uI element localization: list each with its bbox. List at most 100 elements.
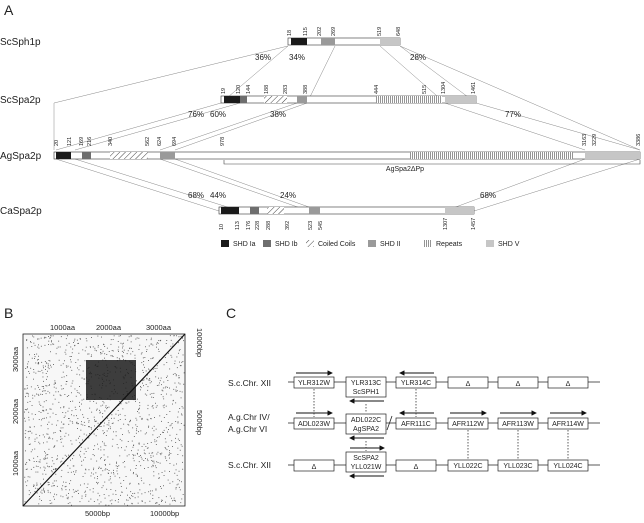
gene-label: YLL022C xyxy=(453,463,482,470)
dotplot-repeat-block xyxy=(86,360,136,400)
pos-label: 1304 xyxy=(441,82,447,94)
pos-label: 10 xyxy=(219,224,225,230)
bar-scsph1p xyxy=(287,37,401,46)
axis-label: 1000aa xyxy=(50,323,76,332)
gene-label: ADL022C xyxy=(351,417,381,424)
legend-label: SHD V xyxy=(498,241,520,248)
gene-label: AFR113W xyxy=(502,421,534,428)
gene-label: YLR312W xyxy=(298,380,330,387)
pos-label: 144 xyxy=(246,85,252,94)
pos-label: 978 xyxy=(220,137,226,146)
panel-c-letter: C xyxy=(226,305,236,321)
pos-label: 562 xyxy=(145,137,151,146)
gene-label: YLL024C xyxy=(553,463,582,470)
pos-label: 3229 xyxy=(592,134,598,146)
gene-label: AFR111C xyxy=(401,421,431,428)
pct-label: 68% xyxy=(188,191,204,200)
pos-label: 120 xyxy=(236,85,242,94)
row-ag-chr-iv-vi: ADL023W ADL022C AgSPA2 AFR111C AFR112W A… xyxy=(293,410,589,441)
panel-a-letter: A xyxy=(4,2,14,18)
protein-label-caspa2p: CaSpa2p xyxy=(0,206,42,217)
pct-label: 77% xyxy=(505,110,521,119)
bar-scspa2p xyxy=(220,95,477,104)
gene-label: AFR112W xyxy=(452,421,484,428)
pos-label: 269 xyxy=(331,27,337,36)
pos-label: 694 xyxy=(172,137,178,146)
synteny-diagram: S.c.Chr. XII A.g.Chr IV/ A.g.Chr VI S.c.… xyxy=(228,370,600,479)
positions-agspa2p: 20 121 169 216 340 562 624 694 978 3163 … xyxy=(54,134,642,146)
pct-label: 38% xyxy=(270,110,286,119)
pct-label: 24% xyxy=(280,191,296,200)
panel-a-diagram: 18 115 202 269 519 648 ScSph1p 19 120 14… xyxy=(0,27,642,248)
pos-label: 288 xyxy=(266,221,272,230)
row-sc-chr-xii-bottom: Δ ScSPA2 YLL021W Δ YLL022C YLL023C YLL02… xyxy=(293,445,589,479)
chr-label: A.g.Chr VI xyxy=(228,424,267,434)
legend-label: SHD Ia xyxy=(233,241,256,248)
gene-label: AFR114W xyxy=(552,421,584,428)
pos-label: 1307 xyxy=(443,218,449,230)
pos-label: 169 xyxy=(79,137,85,146)
axis-label: 5000bp xyxy=(85,509,110,518)
pos-label: 392 xyxy=(285,221,291,230)
pos-label: 523 xyxy=(308,221,314,230)
row-sc-chr-xii-top: YLR312W YLR313C ScSPH1 YLR314C Δ Δ Δ xyxy=(293,370,589,404)
pos-label: 228 xyxy=(255,221,261,230)
pos-label: 648 xyxy=(396,27,402,36)
pos-label: 283 xyxy=(283,85,289,94)
gene-label: Δ xyxy=(516,381,521,388)
pct-label: 34% xyxy=(289,53,305,62)
axis-label: 10000bp xyxy=(150,509,179,518)
pos-label: 19 xyxy=(221,88,227,94)
ortholog-links xyxy=(313,389,569,459)
protein-label-scsph1p: ScSph1p xyxy=(0,37,41,48)
pos-label: 624 xyxy=(157,137,163,146)
gene-label: Δ xyxy=(312,464,317,471)
legend: SHD Ia SHD Ib Coiled Coils SHD II Repeat… xyxy=(221,240,520,248)
panel-b-letter: B xyxy=(4,305,13,321)
gene-label: YLR314C xyxy=(401,380,431,387)
chr-label: S.c.Chr. XII xyxy=(228,460,271,470)
identity-percentages: 36% 34% 28% 76% 60% 38% 77% 68% 44% 24% … xyxy=(188,53,521,200)
pos-label: 20 xyxy=(54,140,60,146)
positions-scspa2p: 19 120 144 188 283 388 444 515 1304 1461 xyxy=(221,82,477,94)
pos-label: 3386 xyxy=(636,134,642,146)
axis-label: 5000bp xyxy=(195,410,204,435)
axis-label: 2000aa xyxy=(96,323,122,332)
legend-label: SHD Ib xyxy=(275,241,298,248)
legend-label: Coiled Coils xyxy=(318,241,356,248)
pos-label: 3163 xyxy=(582,134,588,146)
pos-label: 444 xyxy=(374,85,380,94)
axis-label: 3000aa xyxy=(146,323,172,332)
pct-label: 36% xyxy=(255,53,271,62)
pct-label: 60% xyxy=(210,110,226,119)
protein-label-scspa2p: ScSpa2p xyxy=(0,95,41,106)
pct-label: 68% xyxy=(480,191,496,200)
gene-label: Δ xyxy=(466,381,471,388)
pos-label: 1461 xyxy=(471,82,477,94)
chr-label: A.g.Chr IV/ xyxy=(228,412,270,422)
deletion-bracket: AgSpa2ΔPp xyxy=(223,160,641,173)
gene-label: Δ xyxy=(414,464,419,471)
axis-label: 1000aa xyxy=(11,450,20,476)
gene-label: Δ xyxy=(566,381,571,388)
pct-label: 28% xyxy=(410,53,426,62)
pos-label: 388 xyxy=(303,85,309,94)
pos-label: 113 xyxy=(235,221,241,230)
axis-label: 10000bp xyxy=(195,328,204,357)
legend-label: Repeats xyxy=(436,241,463,248)
pos-label: 202 xyxy=(317,27,323,36)
pos-label: 340 xyxy=(108,137,114,146)
gene-label: YLL023C xyxy=(503,463,532,470)
chr-label: S.c.Chr. XII xyxy=(228,378,271,388)
pos-label: 115 xyxy=(303,27,309,36)
dotplot-diagonal xyxy=(22,333,186,507)
gene-label: ADL023W xyxy=(298,421,330,428)
alignment-lines xyxy=(53,45,641,212)
pos-label: 216 xyxy=(87,137,93,146)
bar-agspa2p xyxy=(53,151,641,160)
positions-scsph1p: 18 115 202 269 519 648 xyxy=(287,27,402,36)
pct-label: 44% xyxy=(210,191,226,200)
pos-label: 1457 xyxy=(471,218,477,230)
pos-label: 519 xyxy=(377,27,383,36)
